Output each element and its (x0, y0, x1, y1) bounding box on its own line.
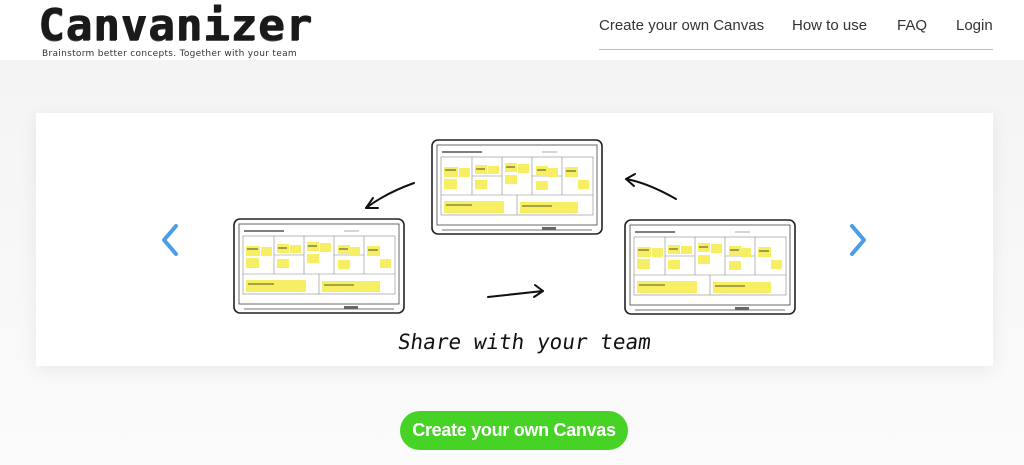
nav-how-to-use[interactable]: How to use (792, 17, 868, 34)
chevron-left-icon (162, 224, 178, 256)
slide-caption: Share with your team (396, 330, 653, 354)
slider-prev-button[interactable] (156, 221, 184, 259)
nav-login[interactable]: Login (956, 17, 993, 34)
nav-faq[interactable]: FAQ (897, 17, 928, 34)
image-slider: Share with your team (36, 113, 993, 366)
logo[interactable]: Canvanizer (38, 0, 313, 51)
nav-create-canvas[interactable]: Create your own Canvas (599, 17, 765, 34)
tagline: Brainstorm better concepts. Together wit… (42, 49, 297, 59)
slide-illustration (233, 139, 796, 315)
chevron-right-icon (850, 224, 866, 256)
slider-next-button[interactable] (844, 221, 872, 259)
main-nav: Create your own Canvas How to use FAQ Lo… (599, 0, 993, 50)
create-canvas-button[interactable]: Create your own Canvas (400, 411, 628, 450)
